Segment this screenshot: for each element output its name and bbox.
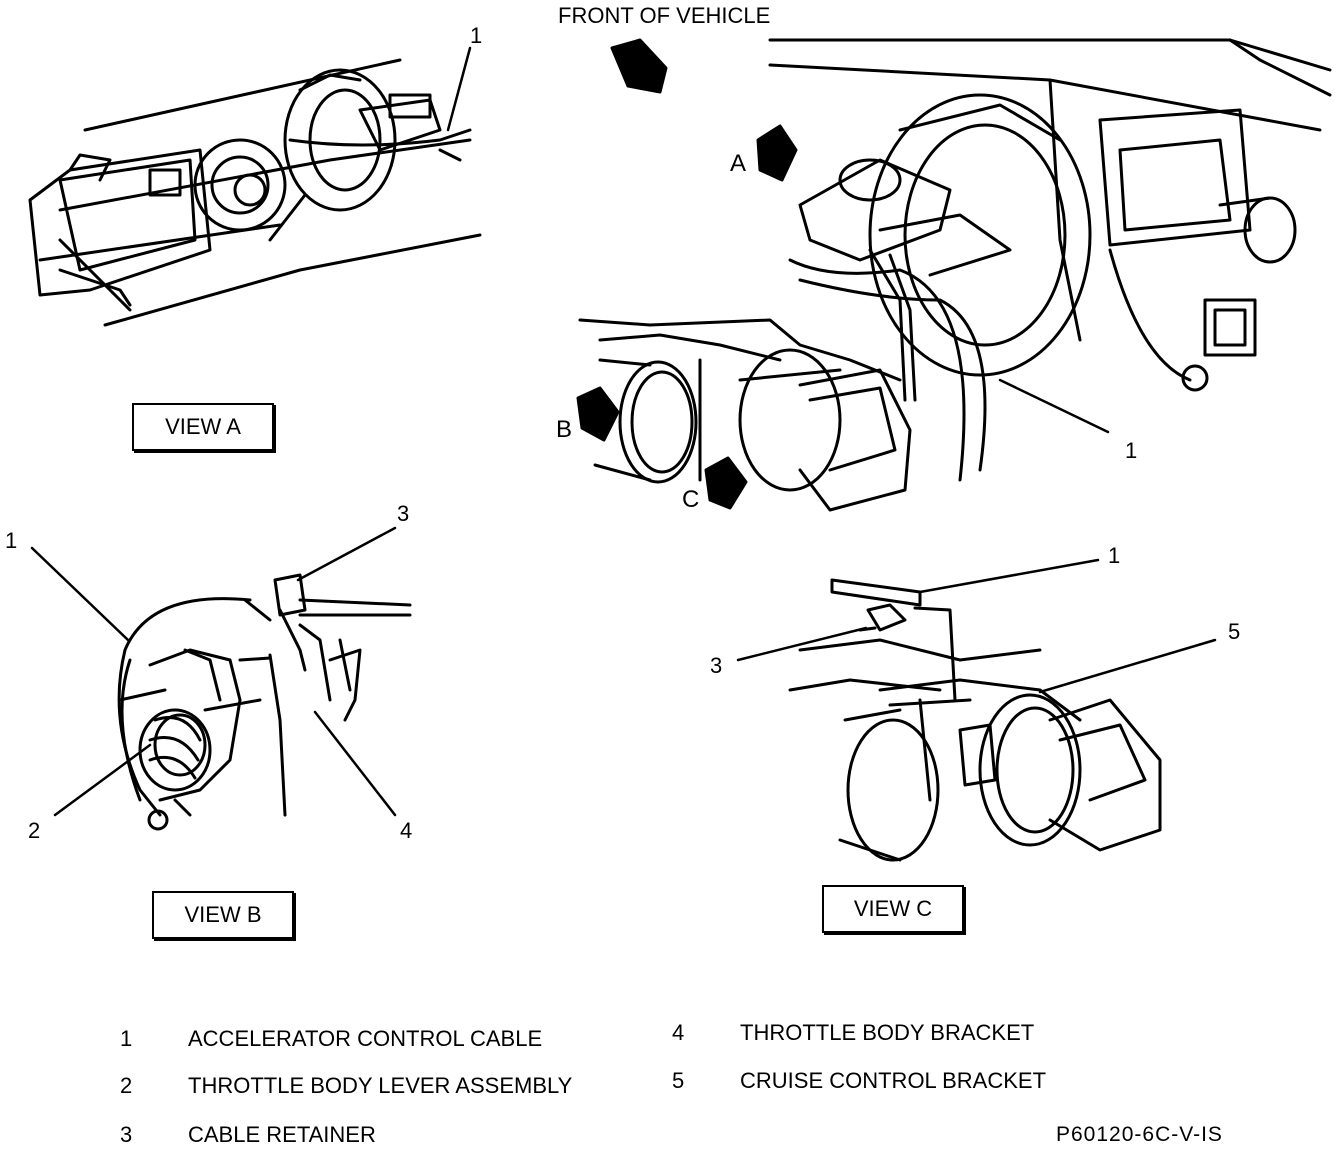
callout-main-1: 1 — [1125, 438, 1138, 463]
arrow-b-label: B — [556, 416, 573, 443]
legend-num: 4 — [672, 1020, 685, 1045]
main-engine-illustration — [576, 38, 1332, 512]
callout-view-a-1: 1 — [470, 23, 483, 48]
callout-view-b-4: 4 — [400, 818, 413, 843]
legend-num: 5 — [672, 1068, 685, 1093]
callout-view-c-5: 5 — [1228, 619, 1241, 644]
arrow-c-label: C — [682, 486, 700, 513]
callout-view-b-3: 3 — [397, 501, 410, 526]
legend-text: CABLE RETAINER — [188, 1122, 376, 1147]
callout-view-c-3: 3 — [710, 653, 723, 678]
callout-view-c-1: 1 — [1108, 543, 1121, 568]
view-a-box: VIEW A — [132, 403, 274, 451]
arrow-b-icon — [576, 386, 620, 442]
legend-text: THROTTLE BODY LEVER ASSEMBLY — [188, 1073, 573, 1098]
arrow-a-icon — [756, 124, 798, 182]
view-b-box: VIEW B — [152, 891, 294, 939]
view-c-illustration — [736, 558, 1217, 862]
front-of-vehicle-label: FRONT OF VEHICLE — [558, 3, 771, 28]
view-b-illustration — [30, 526, 412, 831]
view-a-illustration — [28, 46, 482, 327]
arrow-a-label: A — [730, 150, 747, 177]
view-c-box: VIEW C — [822, 885, 964, 933]
legend-num: 1 — [120, 1026, 133, 1051]
legend-text: ACCELERATOR CONTROL CABLE — [188, 1026, 543, 1051]
legend-num: 2 — [120, 1073, 133, 1098]
legend-text: CRUISE CONTROL BRACKET — [740, 1068, 1047, 1093]
arrow-c-icon — [704, 456, 748, 510]
callout-view-b-2: 2 — [28, 818, 41, 843]
front-arrow-icon — [610, 38, 668, 94]
legend-num: 3 — [120, 1122, 133, 1147]
callout-view-b-1: 1 — [5, 528, 18, 553]
figure-reference: P60120-6C-V-IS — [1056, 1123, 1223, 1146]
legend-text: THROTTLE BODY BRACKET — [740, 1020, 1035, 1045]
